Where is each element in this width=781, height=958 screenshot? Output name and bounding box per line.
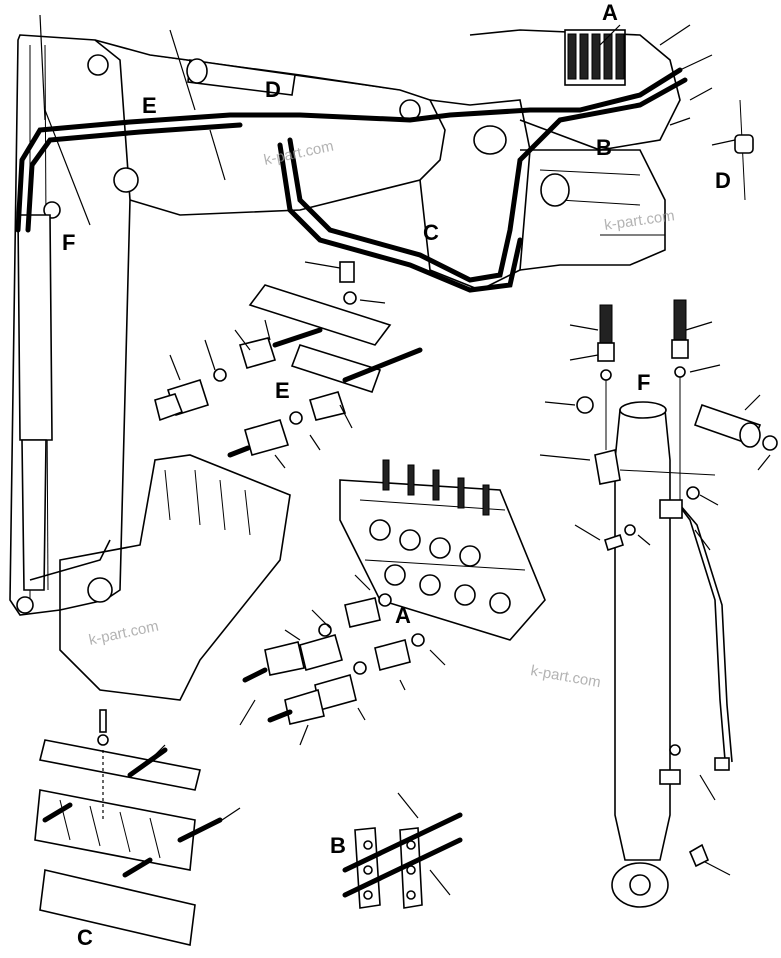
callout-b-detail: B (330, 833, 346, 858)
bucket (16, 454, 291, 701)
callout-c-detail: C (77, 925, 93, 950)
detail-f-cylinder (539, 299, 778, 908)
watermark: k-part.com (529, 662, 602, 691)
callout-f-detail: F (637, 370, 650, 395)
boom-assembly (9, 14, 713, 616)
watermark: k-part.com (262, 138, 335, 169)
callout-b-top: B (596, 135, 612, 160)
detail-d-clip (711, 99, 754, 201)
detail-a-control-valve (239, 459, 546, 746)
callout-e-top: E (142, 93, 157, 118)
detail-c-clamp (34, 709, 241, 946)
callout-c-top: C (423, 220, 439, 245)
control-valve-top (564, 29, 626, 86)
callout-d-detail: D (715, 168, 731, 193)
callout-e-detail: E (275, 378, 290, 403)
watermark: k-part.com (87, 618, 160, 649)
callout-d-top: D (265, 77, 281, 102)
detail-e-clamp (154, 261, 423, 469)
callout-f-top: F (62, 230, 75, 255)
callout-a-top: A (602, 0, 618, 25)
detail-b-bracket (342, 792, 463, 909)
callout-a-detail: A (395, 603, 411, 628)
